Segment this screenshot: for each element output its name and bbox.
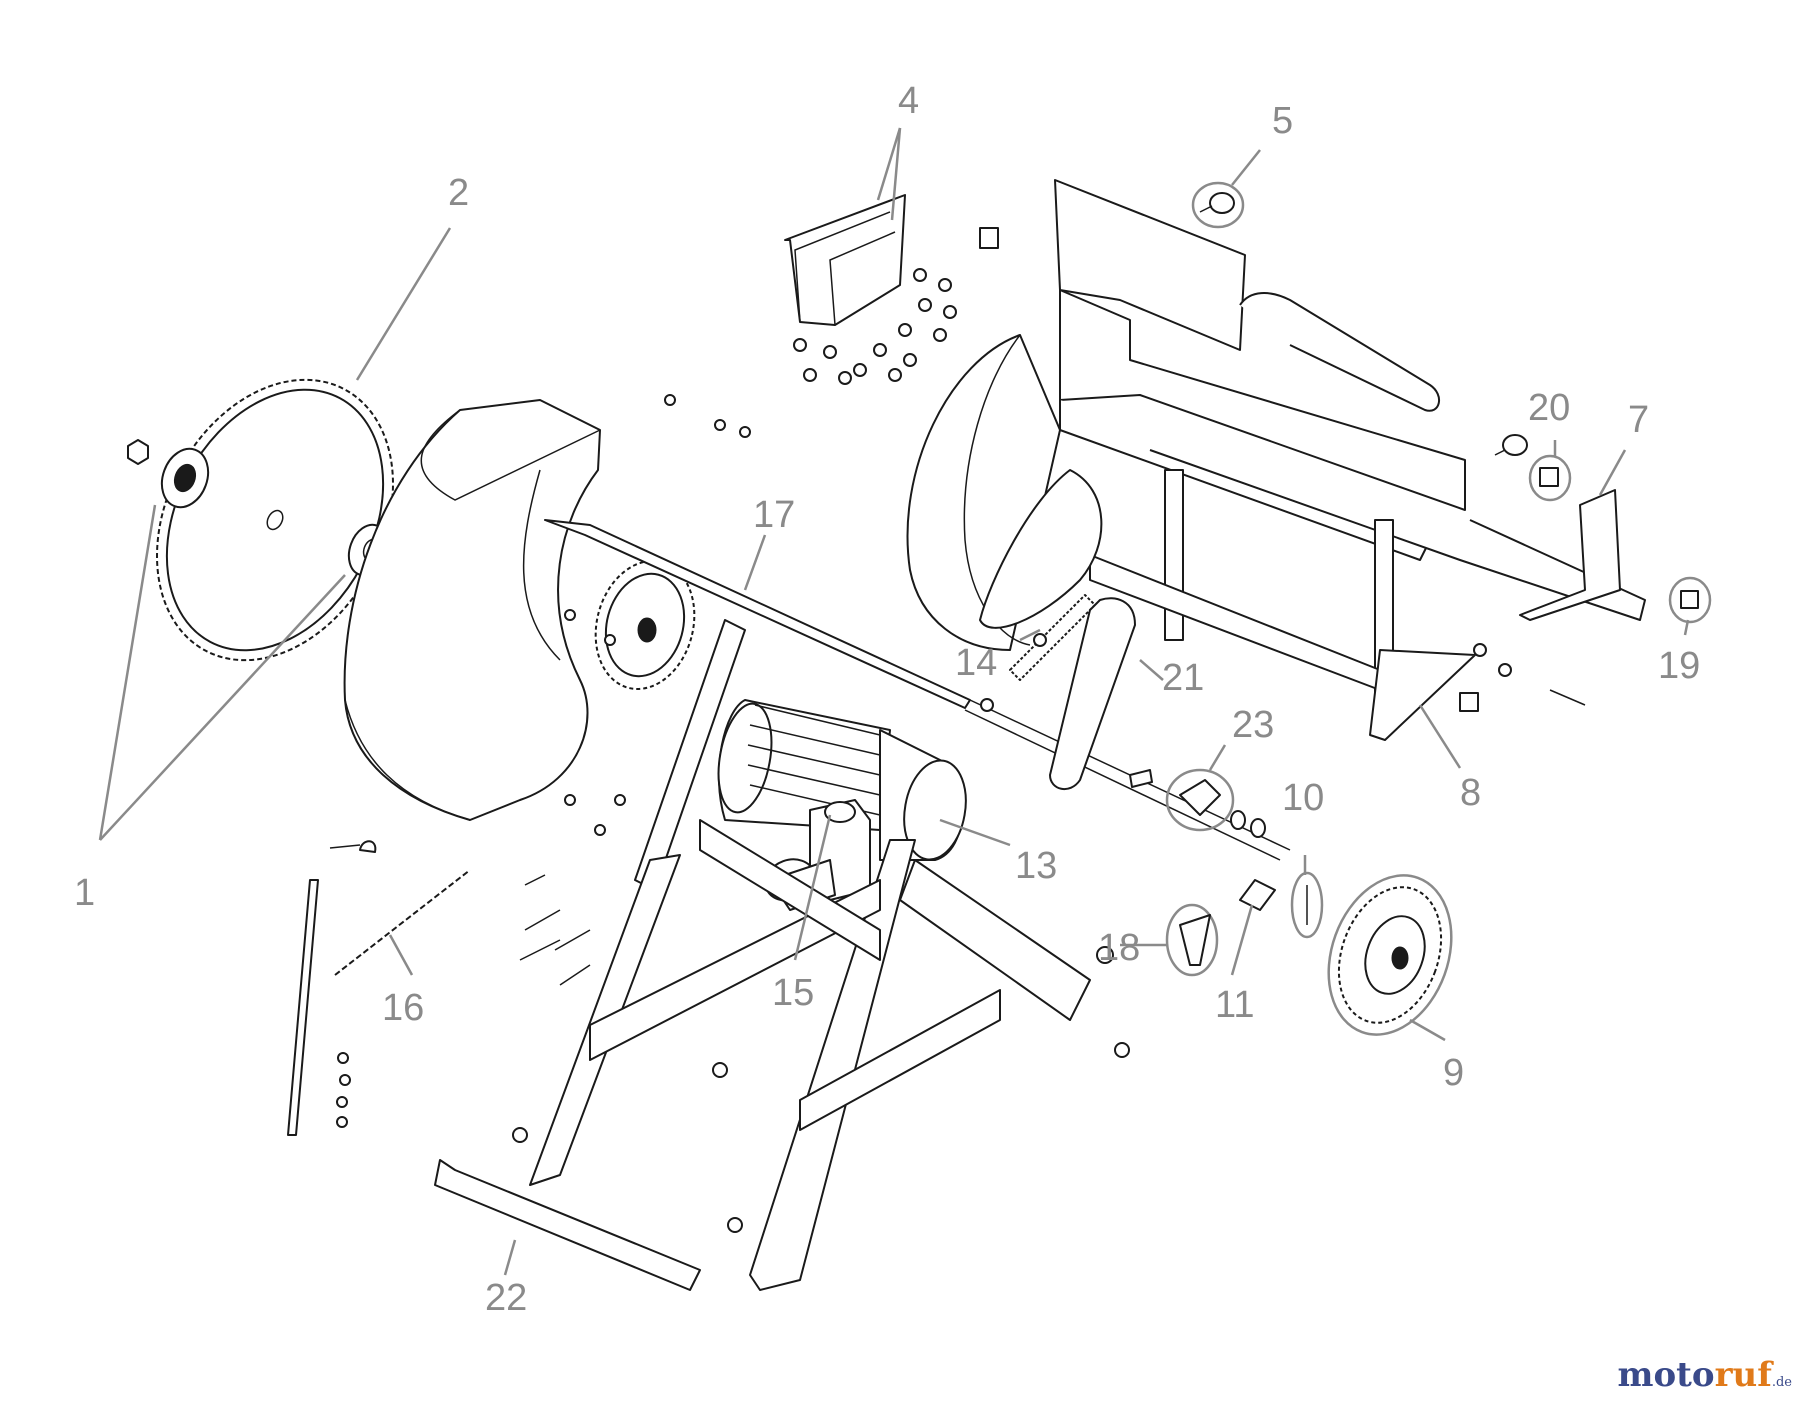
bracket-hardware (793, 227, 999, 385)
callout-10: 10 (1282, 777, 1324, 819)
pin-part-10 (1290, 871, 1324, 939)
belt-pulley (594, 559, 696, 691)
callout-5: 5 (1272, 100, 1293, 142)
callout-11: 11 (1215, 984, 1254, 1026)
drive-belt (1049, 597, 1136, 790)
callout-16: 16 (382, 987, 424, 1029)
knob-part-5 (1191, 181, 1245, 229)
motoruf-watermark: motoruf.de (1618, 1355, 1792, 1395)
callout-1: 1 (74, 872, 95, 914)
wheel (1327, 874, 1453, 1036)
u-bracket (784, 194, 906, 326)
foot-bar (434, 1159, 701, 1291)
callout-2: 2 (448, 172, 469, 214)
stand-frame (529, 819, 1091, 1291)
latch-part-18 (1165, 903, 1219, 977)
blade-hood (906, 334, 1103, 651)
callout-8: 8 (1460, 772, 1481, 814)
callout-17: 17 (753, 494, 795, 536)
clamp-part-23 (1129, 768, 1266, 838)
watermark-part-2: ruf (1714, 1355, 1772, 1395)
saw-table-frame (1054, 179, 1646, 741)
cap-part-19 (1668, 576, 1712, 624)
blade-guard (343, 399, 601, 821)
callout-22: 22 (485, 1277, 527, 1319)
watermark-tld: .de (1771, 1375, 1792, 1390)
callout-numbers: 1 2 4 5 7 8 9 10 11 13 14 15 16 17 18 19… (74, 80, 1700, 1319)
knob-part-20-assembly (1494, 434, 1572, 502)
callout-13: 13 (1015, 845, 1057, 887)
callout-21: 21 (1162, 657, 1204, 699)
axle-bracket-part-11 (1239, 879, 1276, 911)
callout-9: 9 (1443, 1052, 1464, 1094)
callout-20: 20 (1528, 387, 1570, 429)
callout-7: 7 (1628, 399, 1649, 441)
watermark-part-1: moto (1617, 1355, 1715, 1395)
loose-hardware (336, 394, 1586, 1233)
saw-blade (156, 378, 394, 662)
leader-lines (98, 127, 1690, 1276)
callout-23: 23 (1232, 704, 1274, 746)
callout-18: 18 (1098, 927, 1140, 969)
callout-19: 19 (1658, 645, 1700, 687)
callout-14: 14 (955, 642, 997, 684)
callout-15: 15 (772, 972, 814, 1014)
motor (717, 699, 967, 861)
mounting-strip (287, 840, 471, 1136)
callout-4: 4 (898, 80, 919, 122)
